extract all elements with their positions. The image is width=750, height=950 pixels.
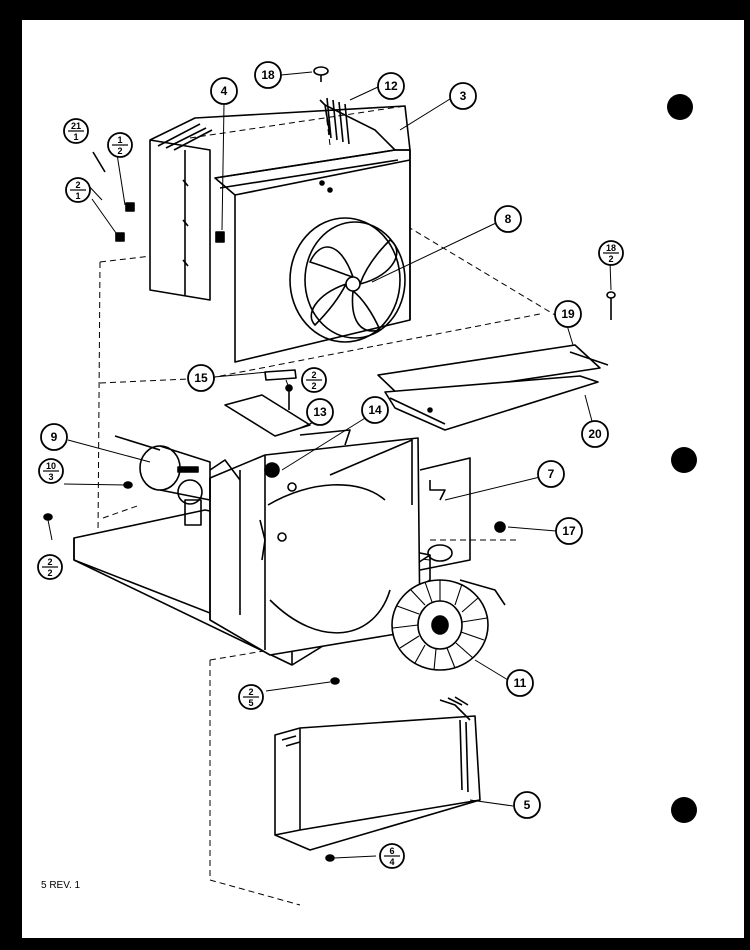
footer-label: 5 REV. 1 bbox=[41, 880, 81, 891]
condenser-coil bbox=[115, 105, 411, 301]
callout-label-4: 4 bbox=[221, 84, 228, 98]
blower-housing bbox=[209, 437, 421, 656]
binder-hole-middle bbox=[671, 447, 697, 473]
fraction-top: 18 bbox=[606, 243, 616, 253]
fraction-top: 2 bbox=[248, 687, 253, 697]
binder-hole-bottom bbox=[671, 797, 697, 823]
fraction-bottom: 2 bbox=[608, 254, 613, 264]
callout-circle-7 bbox=[537, 460, 565, 488]
callout-label-14: 14 bbox=[368, 403, 382, 417]
fraction-top: 6 bbox=[389, 846, 394, 856]
cover-panel-19 bbox=[377, 344, 609, 399]
callout-circle-3 bbox=[449, 82, 477, 110]
callout-circle-8 bbox=[494, 205, 522, 233]
callout-circle-14 bbox=[361, 396, 389, 424]
callout-label-9: 9 bbox=[51, 430, 58, 444]
callout-circle-19 bbox=[554, 300, 582, 328]
callout-label-7: 7 bbox=[548, 467, 555, 481]
callout-circle-11 bbox=[506, 669, 534, 697]
callout-label-15: 15 bbox=[194, 371, 208, 385]
fraction-bottom: 1 bbox=[73, 132, 78, 142]
fraction-top: 21 bbox=[71, 121, 81, 131]
callout-label-5: 5 bbox=[524, 798, 531, 812]
callout-circle-9 bbox=[40, 423, 68, 451]
callout-circle-15 bbox=[187, 364, 215, 392]
screw-18-2 bbox=[606, 291, 616, 320]
callout-circle-13 bbox=[306, 398, 334, 426]
callout-circle-12 bbox=[377, 72, 405, 100]
callout-circle-5 bbox=[513, 791, 541, 819]
fraction-bottom: 4 bbox=[389, 857, 394, 867]
fraction-top: 2 bbox=[47, 557, 52, 567]
side-panel bbox=[419, 457, 506, 606]
callout-label-20: 20 bbox=[588, 427, 602, 441]
callout-label-19: 19 bbox=[561, 307, 575, 321]
callout-label-8: 8 bbox=[505, 212, 512, 226]
callout-circle-4 bbox=[210, 77, 238, 105]
callout-label-17: 17 bbox=[562, 524, 576, 538]
fraction-top: 1 bbox=[117, 135, 122, 145]
callout-label-18: 18 bbox=[261, 68, 275, 82]
top-screw bbox=[313, 66, 329, 82]
blower-motor bbox=[114, 435, 241, 526]
callout-label-11: 11 bbox=[514, 676, 527, 690]
fraction-bottom: 2 bbox=[311, 381, 316, 391]
motor-mount bbox=[264, 429, 351, 478]
fraction-top: 2 bbox=[75, 180, 80, 190]
lower-coil bbox=[274, 696, 481, 851]
fraction-bottom: 2 bbox=[47, 568, 52, 578]
fraction-bottom: 5 bbox=[248, 698, 253, 708]
callout-circle-20 bbox=[581, 420, 609, 448]
leader-lines bbox=[47, 71, 612, 859]
binder-hole-top bbox=[667, 94, 693, 120]
fan-blade bbox=[309, 239, 398, 332]
evaporator-coil bbox=[319, 97, 396, 151]
callout-circle-17 bbox=[555, 517, 583, 545]
cover-panel-20 bbox=[384, 375, 599, 431]
control-bracket bbox=[224, 369, 311, 437]
fraction-bottom: 1 bbox=[75, 191, 80, 201]
fraction-bottom: 3 bbox=[48, 472, 53, 482]
blower-wheel bbox=[391, 579, 489, 671]
fraction-bottom: 2 bbox=[117, 146, 122, 156]
fraction-top: 2 bbox=[311, 370, 316, 380]
fraction-top: 10 bbox=[46, 461, 56, 471]
callout-label-12: 12 bbox=[384, 79, 398, 93]
callout-circle-18 bbox=[254, 61, 282, 89]
callout-label-3: 3 bbox=[460, 89, 467, 103]
callout-label-13: 13 bbox=[313, 405, 327, 419]
